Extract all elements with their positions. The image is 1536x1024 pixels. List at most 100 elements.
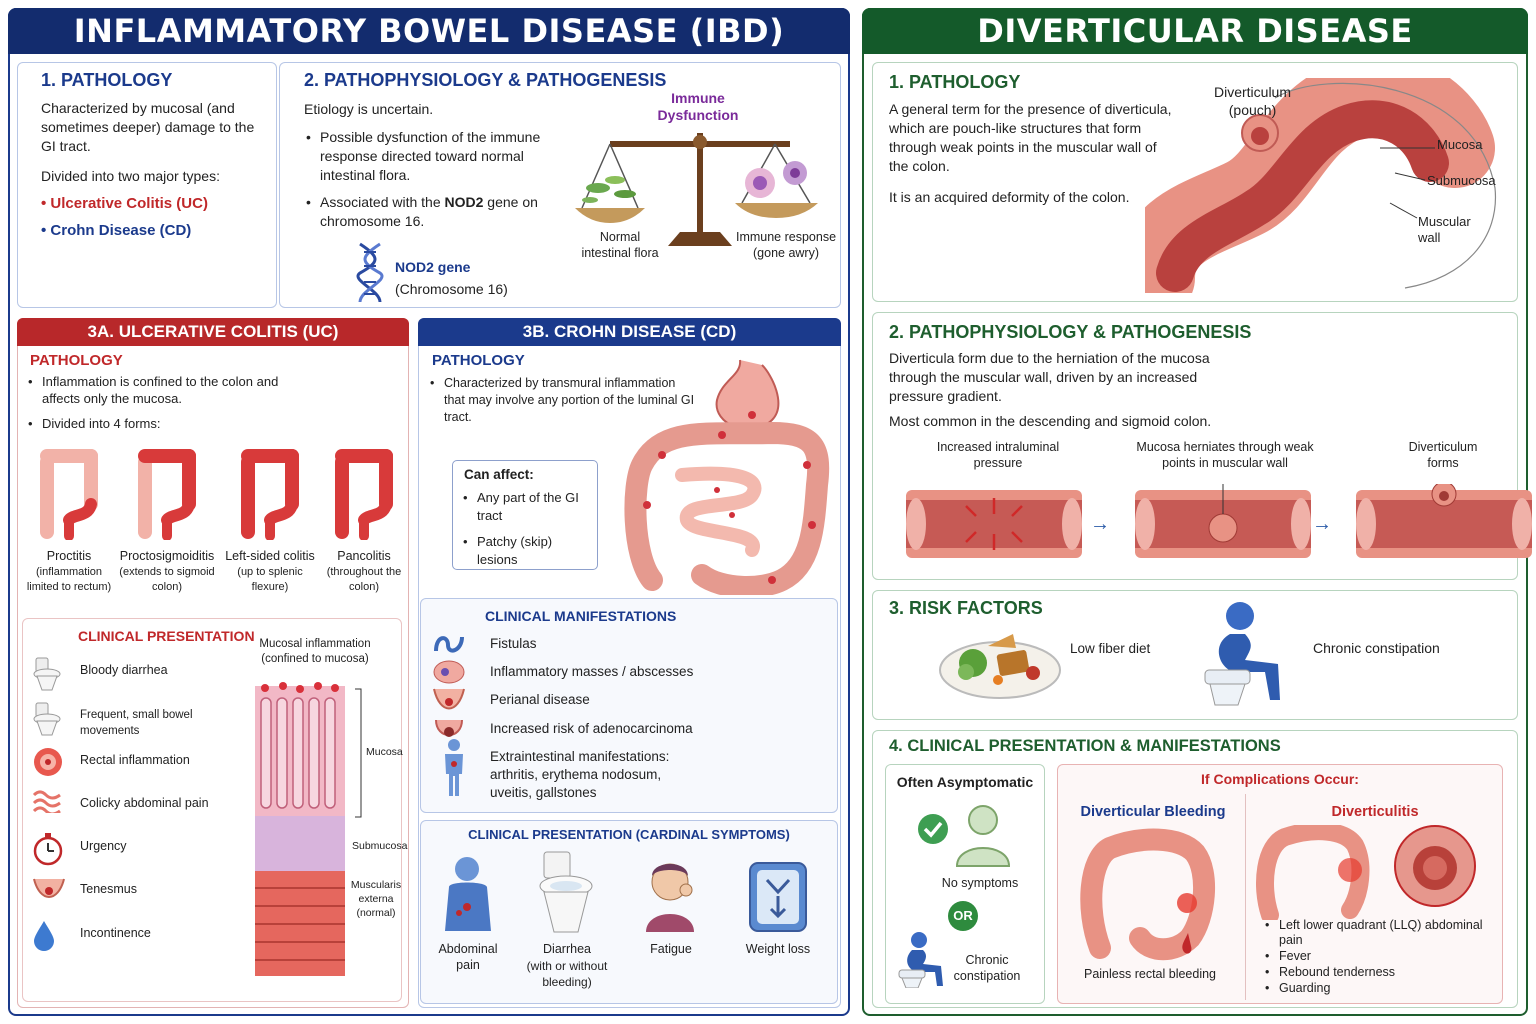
dd-pathology-card (872, 62, 1518, 302)
adenocarcinoma-icon (432, 716, 466, 749)
cd-bullet-1: Characterized by transmural inflammation… (428, 375, 698, 426)
complications-divider (1245, 794, 1246, 1000)
constipation-person-icon (1204, 602, 1280, 706)
abdominal-pain-icon (437, 853, 501, 938)
cd-affect-2: Patchy (skip) lesions (461, 533, 591, 569)
scale-top-label: Immune Dysfunction (657, 90, 739, 123)
dd-patho-desc: Diverticula form due to the herniation o… (889, 350, 1210, 404)
scale-left-label: Normal intestinal flora (581, 230, 659, 260)
uc-clinical-item: Bloody diarrhea (80, 663, 168, 677)
complications-heading: If Complications Occur: (1201, 771, 1359, 787)
dd-step-arrow: → (1312, 513, 1332, 535)
uc-form-desc: (up to splenic flexure) (237, 566, 303, 593)
cd-manifest-item: Fistulas (490, 636, 537, 651)
weight-scale-icon (747, 860, 809, 939)
uc-clinical-item: Frequent, small bowel movements (80, 709, 193, 737)
uc-form-name: Proctitis (46, 549, 92, 563)
cd-manifest-item: Extraintestinal manifestations: arthriti… (490, 749, 670, 800)
itis-item-3: Rebound tenderness (1263, 965, 1499, 980)
layer-muscularis: Muscularis externa (normal) (350, 879, 402, 919)
balance-scale-icon (575, 133, 818, 246)
histology-diagram (255, 682, 345, 976)
uc-form-desc: (extends to sigmoid colon) (119, 566, 215, 593)
cardinal-name: Fatigue (650, 942, 692, 956)
dd-asym-box (885, 764, 1045, 1004)
ibd-type-uc: • Ulcerative Colitis (UC) (41, 195, 208, 212)
pressure-colon-icon (906, 484, 1082, 569)
bleeding-title: Diverticular Bleeding (1080, 804, 1226, 820)
ibd-pathology-divided: Divided into two major types: (41, 168, 220, 184)
uc-form-desc: (inflammation limited to rectum) (26, 566, 112, 593)
ibd-pathology-desc: Characterized by mucosal (and sometimes … (41, 100, 255, 154)
perianal-icon (432, 687, 466, 720)
label-muscular-wall: Muscular wall (1418, 214, 1471, 245)
abscess-icon (432, 659, 466, 690)
dd-patho-heading: 2. PATHOPHYSIOLOGY & PATHOGENESIS (889, 322, 1252, 342)
dd-risk-card (872, 590, 1518, 720)
dd-title: DIVERTICULAR DISEASE (862, 8, 1528, 54)
toilet-icon (32, 701, 62, 742)
colon-cross-section-illustration (1145, 78, 1497, 293)
ibd-type-cd-label: Crohn Disease (CD) (50, 222, 192, 239)
uc-bullet-1: Inflammation is confined to the colon an… (26, 373, 286, 407)
dd-patho-common: Most common in the descending and sigmoi… (889, 413, 1212, 429)
itis-list: Left lower quadrant (LLQ) abdominal pain… (1263, 918, 1499, 997)
risk-constipation: Chronic constipation (1313, 640, 1440, 656)
ibd-patho-bullets: Possible dysfunction of the immune respo… (304, 128, 564, 239)
uc-form-colon-icon (131, 442, 203, 541)
label-mucosa: Mucosa (1437, 137, 1483, 152)
diverticulum-magnified-icon (1394, 825, 1476, 907)
uc-pathology-heading: PATHOLOGY (30, 352, 123, 369)
layer-mucosa: Mucosa (366, 746, 403, 758)
ibd-patho-card (279, 62, 841, 308)
histo-title: Mucosal inflammation (confined to mucosa… (259, 638, 371, 665)
diverticulum-colon-icon (1356, 481, 1532, 569)
itis-item-2: Fever (1263, 949, 1499, 964)
cd-can-affect-box (452, 460, 598, 570)
dna-icon (356, 242, 384, 303)
asym-title: Often Asymptomatic (896, 774, 1034, 790)
rectum-icon (32, 746, 64, 783)
herniation-colon-icon (1135, 484, 1311, 569)
droplet-icon (32, 919, 56, 956)
dd-step-label: Diverticulum forms (1408, 440, 1478, 470)
dd-clinical-heading: 4. CLINICAL PRESENTATION & MANIFESTATION… (889, 737, 1281, 755)
cd-manifest-item: Perianal disease (490, 692, 590, 707)
uc-clinical-item: Urgency (80, 839, 127, 853)
dd-patho-card (872, 312, 1518, 580)
itis-item-1: Left lower quadrant (LLQ) abdominal pain (1263, 918, 1499, 948)
uc-form-name: Proctosigmoiditis (119, 549, 215, 563)
ibd-etiology: Etiology is uncertain. (304, 101, 434, 117)
uc-form-desc: (throughout the colon) (326, 566, 402, 593)
uc-clinical-item: Tenesmus (80, 882, 137, 896)
cd-manifest-heading: CLINICAL MANIFESTATIONS (485, 608, 677, 624)
label-submucosa: Submucosa (1427, 173, 1496, 188)
cd-manifest-item: Inflammatory masses / abscesses (490, 664, 694, 679)
gi-tract-illustration (624, 359, 830, 595)
ibd-patho-bullet-1: Possible dysfunction of the immune respo… (304, 128, 564, 185)
dd-step-label: Increased intraluminal pressure (936, 440, 1060, 470)
toilet-icon (536, 850, 596, 939)
ibd-pathology-heading: 1. PATHOLOGY (41, 70, 173, 90)
uc-clinical-item: Rectal inflammation (80, 753, 190, 767)
cd-manifest-card (420, 598, 838, 813)
dd-pathology-heading: 1. PATHOLOGY (889, 72, 1021, 92)
ibd-pathology-card (17, 62, 277, 308)
person-icon (955, 805, 1011, 867)
cd-manifest-item: Increased risk of adenocarcinoma (490, 721, 693, 736)
or-badge: OR (948, 901, 978, 931)
dd-pathology-desc: A general term for the presence of diver… (889, 101, 1172, 174)
fatigue-icon (640, 856, 700, 937)
dd-pathology-acquired: It is an acquired deformity of the colon… (889, 189, 1130, 205)
uc-pathology-bullets: Inflammation is confined to the colon an… (26, 373, 286, 440)
cd-affect-list: Any part of the GI tract Patchy (skip) l… (461, 489, 591, 577)
gene-sub: (Chromosome 16) (395, 281, 508, 297)
cd-can-affect-heading: Can affect: (464, 467, 534, 482)
toilet-person-icon (898, 932, 943, 988)
dd-step-arrow: → (1090, 513, 1110, 535)
uc-bullet-2: Divided into 4 forms: (26, 415, 286, 432)
cd-cardinal-heading: CLINICAL PRESENTATION (CARDINAL SYMPTOMS… (468, 827, 790, 842)
label-diverticulum: Diverticulum (pouch) (1213, 84, 1291, 118)
dd-risk-heading: 3. RISK FACTORS (889, 598, 1043, 618)
toilet-icon (32, 656, 62, 697)
